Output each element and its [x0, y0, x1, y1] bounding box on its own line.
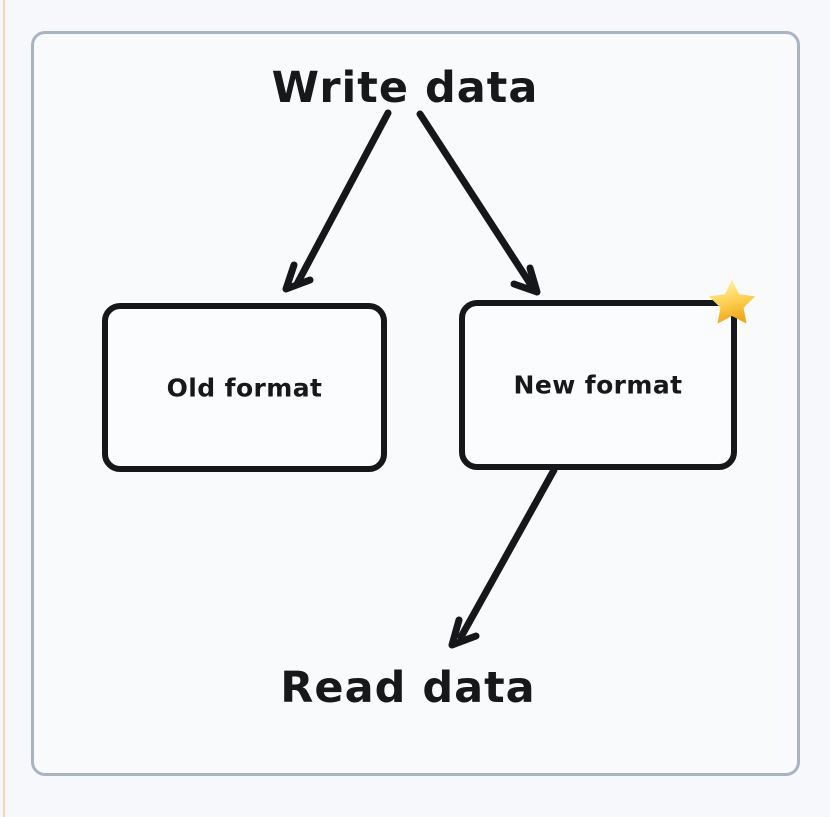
page-title-write-data: Write data: [271, 63, 539, 113]
star-icon: [708, 279, 756, 324]
node-new-format-label: New format: [513, 370, 683, 400]
node-new-format[interactable]: New format: [459, 300, 737, 470]
page-title-read-data: Read data: [280, 663, 536, 713]
node-old-format-label: Old format: [166, 373, 323, 402]
node-old-format[interactable]: Old format: [102, 303, 387, 472]
left-edge-accent-stripe: [3, 0, 5, 817]
